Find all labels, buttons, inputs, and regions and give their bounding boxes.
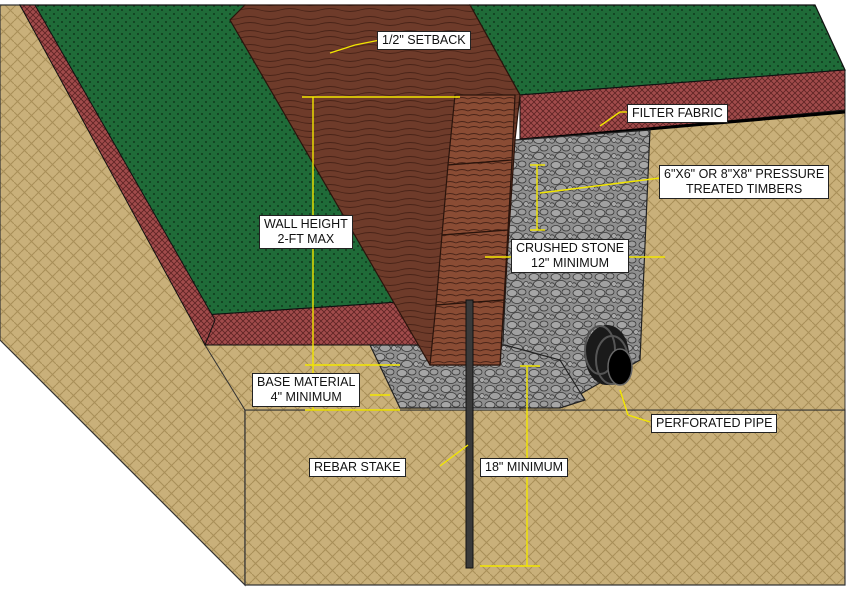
- rebar-depth-label: 18" MINIMUM: [480, 458, 569, 477]
- rebar-stake-text: REBAR STAKE: [314, 460, 401, 474]
- base-material-label: BASE MATERIAL 4" MINIMUM: [252, 373, 361, 407]
- crushed-stone-label: CRUSHED STONE 12" MINIMUM: [511, 239, 630, 273]
- wall-height-text-line1: WALL HEIGHT: [264, 217, 348, 231]
- base-material: [369, 344, 586, 409]
- timbers-label: 6"X6" OR 8"X8" PRESSURE TREATED TIMBERS: [659, 165, 830, 199]
- rebar-stake: [465, 299, 474, 569]
- setback-text: 1/2" SETBACK: [382, 33, 466, 47]
- base-material-text-line1: BASE MATERIAL: [257, 375, 356, 389]
- perforated-pipe-label: PERFORATED PIPE: [651, 414, 778, 433]
- soil-front-face: [244, 409, 846, 586]
- wall-height-label: WALL HEIGHT 2-FT MAX: [259, 215, 353, 249]
- filter-fabric-label: FILTER FABRIC: [627, 104, 728, 123]
- perforated-pipe-shape: [584, 325, 633, 386]
- timber-end-faces: [429, 94, 516, 366]
- wall-height-text-line2: 2-FT MAX: [277, 232, 335, 246]
- timbers-text-line2: TREATED TIMBERS: [685, 182, 803, 196]
- setback-label: 1/2" SETBACK: [377, 31, 471, 50]
- rebar-depth-text: 18" MINIMUM: [485, 460, 564, 474]
- perforated-pipe-text: PERFORATED PIPE: [656, 416, 773, 430]
- rebar-stake-label: REBAR STAKE: [309, 458, 406, 477]
- crushed-stone-text-line1: CRUSHED STONE: [516, 241, 625, 255]
- base-material-text-line2: 4" MINIMUM: [270, 390, 342, 404]
- filter-fabric-text: FILTER FABRIC: [632, 106, 723, 120]
- left-topsoil-edge: [19, 4, 216, 347]
- crushed-stone-text-line2: 12" MINIMUM: [531, 256, 610, 270]
- timbers-text-line1: 6"X6" OR 8"X8" PRESSURE: [664, 167, 825, 181]
